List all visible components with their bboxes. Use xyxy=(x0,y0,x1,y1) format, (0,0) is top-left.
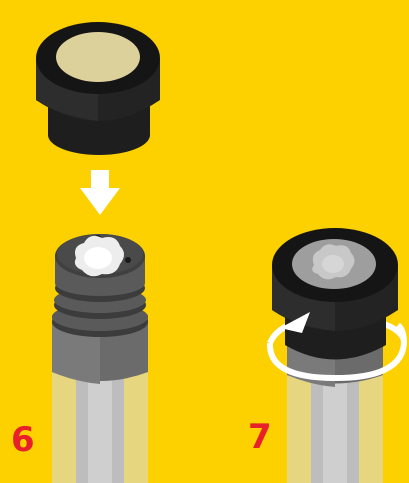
down-arrow-icon xyxy=(80,170,120,215)
step6-cap xyxy=(36,22,160,155)
step-7-number: 7 xyxy=(248,420,272,454)
step6-tube xyxy=(52,234,148,483)
step7-cap xyxy=(272,228,398,360)
cap-liner xyxy=(56,32,140,82)
step-6-number: 6 xyxy=(11,423,35,457)
